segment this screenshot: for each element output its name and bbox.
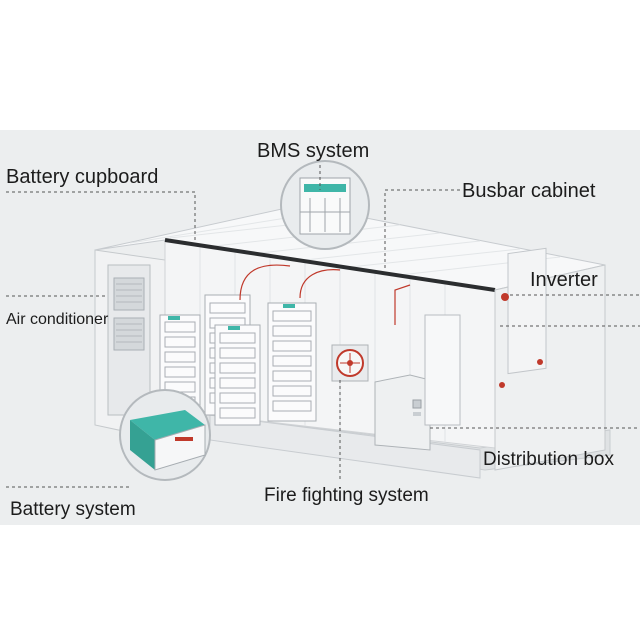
battery-rack	[268, 303, 316, 421]
fan-icon	[332, 345, 368, 381]
battery-system-label: Battery system	[10, 500, 136, 519]
door-lock-lower	[499, 382, 505, 388]
rack-accent	[283, 304, 295, 308]
interior-door	[425, 315, 460, 425]
distribution-cabinet	[375, 375, 430, 450]
ac-vent-bottom	[114, 318, 144, 350]
inverter-indicator	[501, 293, 509, 301]
fire-fighting-system-label: Fire fighting system	[264, 486, 429, 505]
air-conditioner-label: Air conditioner	[6, 312, 108, 328]
battery-cupboard-label: Battery cupboard	[6, 167, 158, 187]
side-door	[508, 248, 546, 373]
rack-accent	[228, 326, 240, 330]
ac-vent-top	[114, 278, 144, 310]
magnifier-battery-icon	[120, 390, 210, 480]
rack-accent	[168, 316, 180, 320]
door-lock	[537, 359, 543, 365]
battery-rack	[215, 325, 260, 425]
distribution-box-label: Distribution box	[483, 450, 614, 469]
bms-system-label: BMS system	[257, 141, 369, 161]
inverter-label: Inverter	[530, 270, 598, 290]
busbar-cabinet-label: Busbar cabinet	[462, 181, 595, 201]
magnifier-bms-icon	[281, 161, 369, 249]
